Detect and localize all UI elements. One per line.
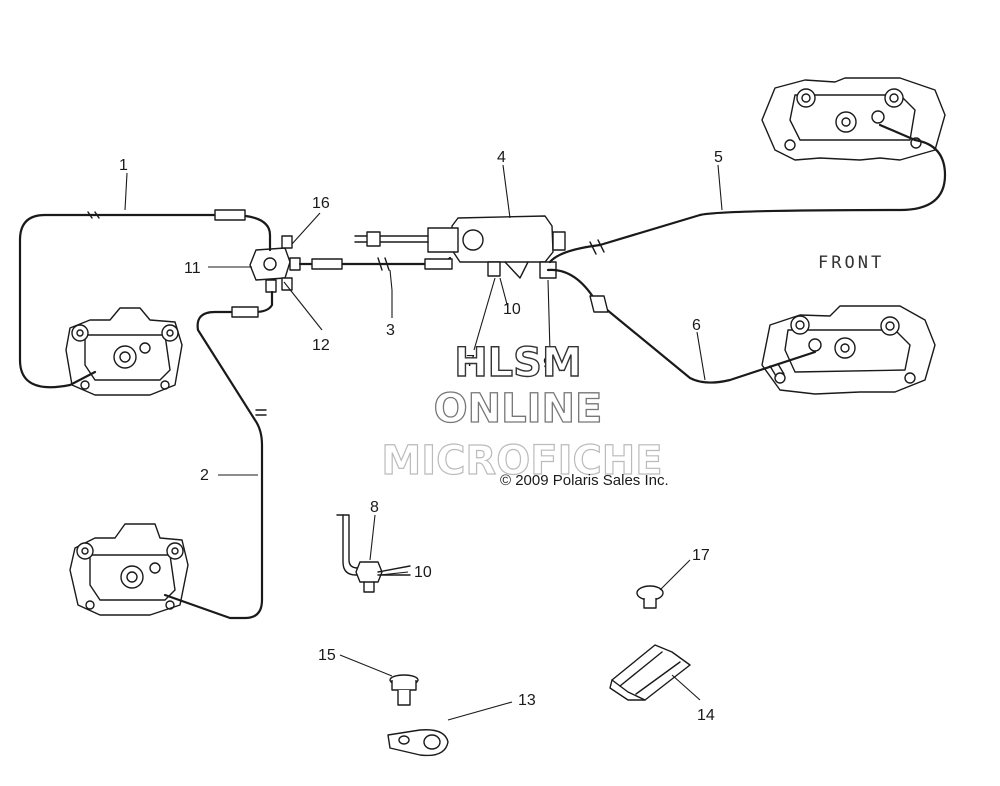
callout-11: 11 [184,260,201,277]
watermark: HLSM ONLINE MICROFICHE [381,339,663,484]
front-caliper-lower [761,305,936,395]
rear-caliper-upper [65,307,183,396]
callout-5: 5 [714,149,723,166]
leader-lines [124,164,723,721]
callout-6: 6 [692,317,701,334]
rear-caliper-lower [69,523,189,616]
clip-14 [609,644,691,701]
brake-line-6 [546,268,817,384]
callout-10-lower: 10 [414,564,432,581]
brake-line-3 [298,256,453,271]
brake-line-2 [163,290,274,620]
callout-14: 14 [697,707,715,724]
callout-2: 2 [200,467,209,484]
callout-labels: 1 2 3 4 5 6 7 8 9 10 10 11 12 13 14 15 1… [119,149,723,724]
callout-9: 9 [543,355,552,372]
front-caliper-upper [761,77,946,161]
master-cylinder [354,215,566,279]
watermark-line-2: ONLINE [434,386,603,432]
callout-13: 13 [518,692,536,709]
callout-3: 3 [386,322,395,339]
watermark-line-3: MICROFICHE [381,438,662,484]
callout-8: 8 [370,499,379,516]
front-label: FRONT [818,253,884,273]
screw-15 [389,674,419,706]
callout-17: 17 [692,547,710,564]
clamp-13 [387,729,449,757]
line-bracket [336,514,411,593]
callout-10-upper: 10 [503,301,521,318]
callout-4: 4 [497,149,506,166]
callout-16: 16 [312,195,330,212]
bolt-17 [636,585,664,609]
watermark-line-1: HLSM [454,340,582,386]
callout-12: 12 [312,337,330,354]
callout-1: 1 [119,157,128,174]
callout-15: 15 [318,647,336,664]
brake-tee-block [249,235,301,293]
brake-line-5 [548,123,947,264]
callout-7: 7 [466,353,475,370]
copyright-notice: © 2009 Polaris Sales Inc. [500,472,669,489]
brake-line-1 [18,209,272,389]
